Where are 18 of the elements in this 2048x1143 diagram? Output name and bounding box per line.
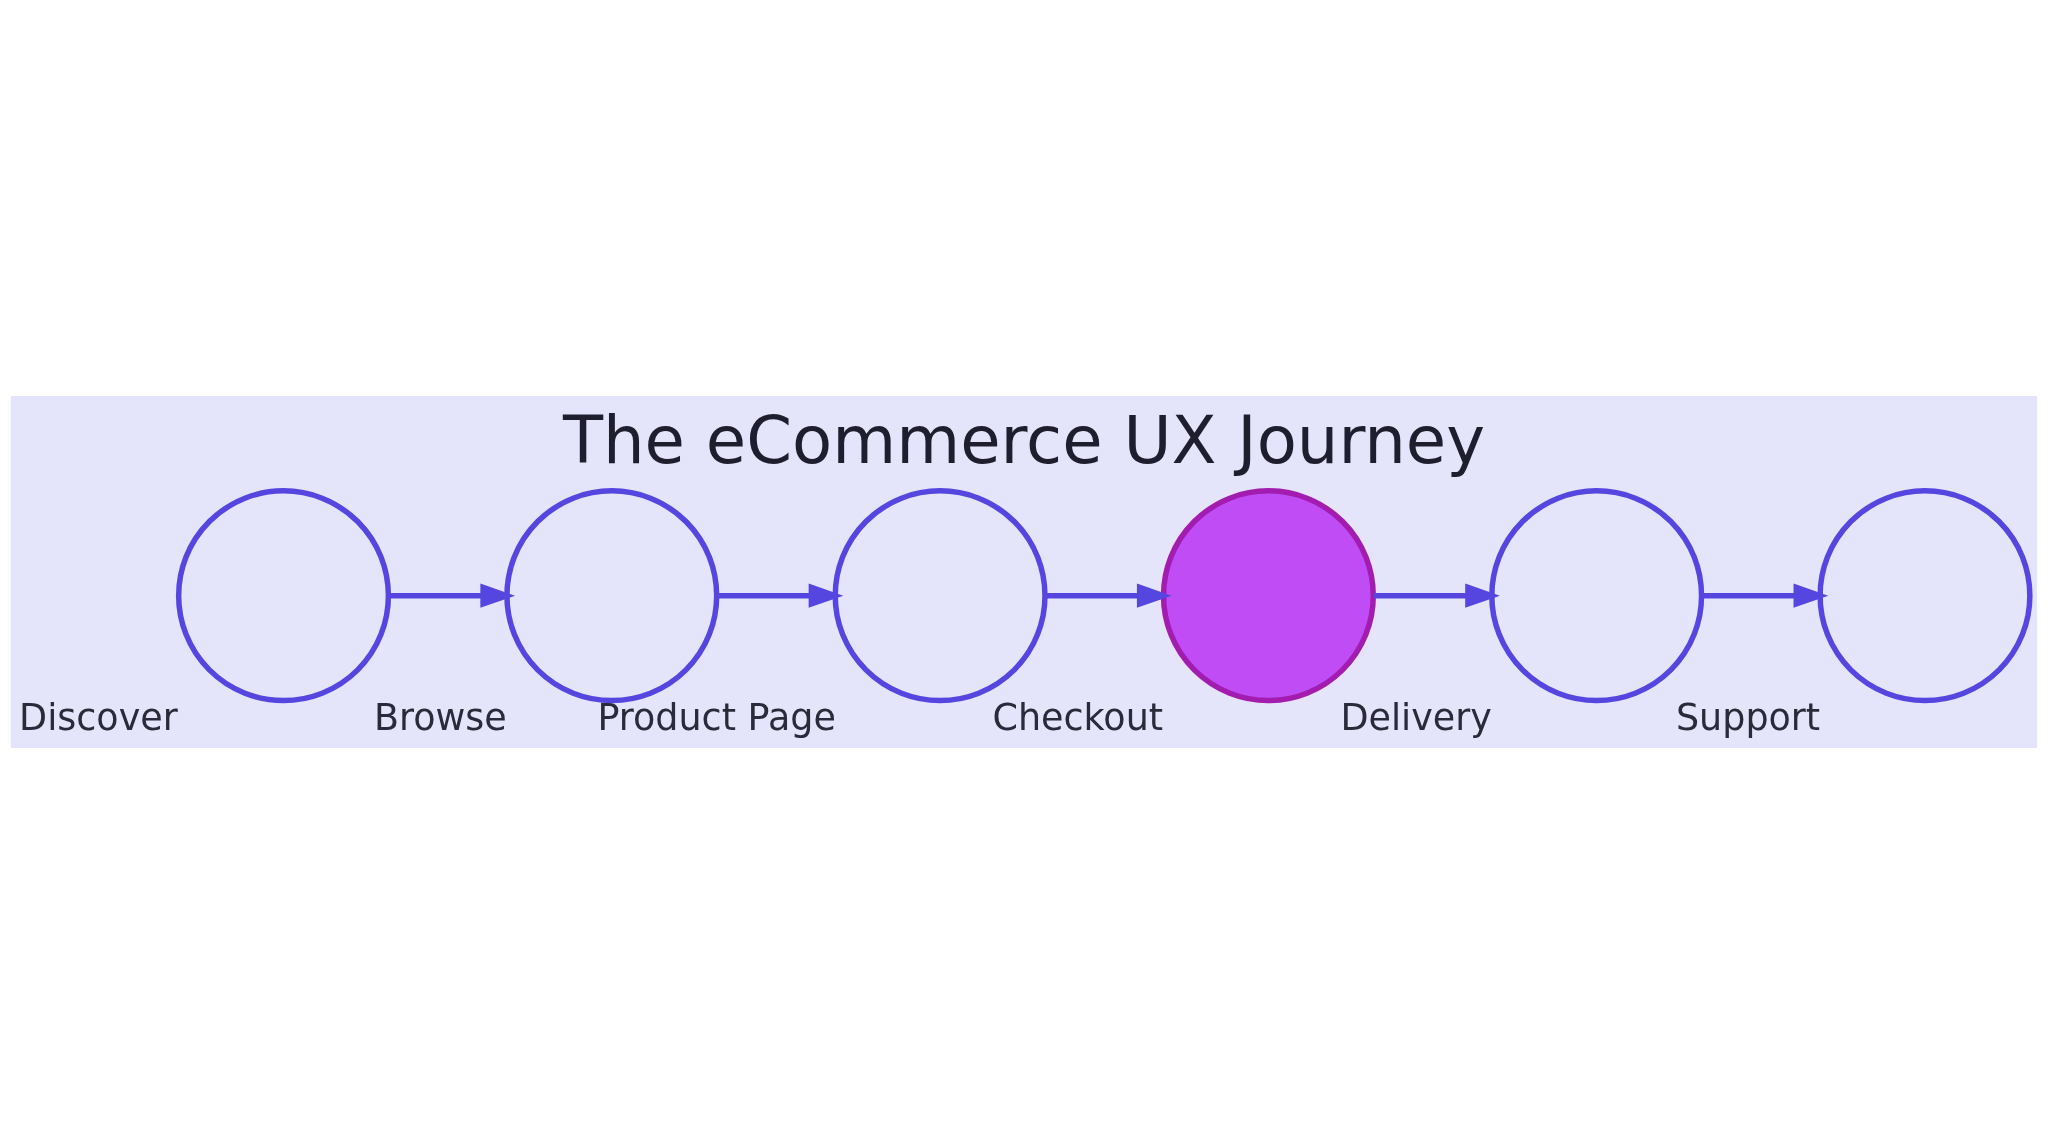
- node-circle: [832, 487, 1048, 703]
- node-label: Delivery: [1340, 695, 1492, 739]
- node-circle: [504, 487, 720, 703]
- arrow: [717, 583, 844, 608]
- arrow: [388, 583, 516, 608]
- node-label: Discover: [19, 695, 178, 739]
- node-label: Checkout: [992, 695, 1164, 739]
- arrow: [1045, 583, 1172, 608]
- diagram-title: The eCommerce UX Journey: [562, 401, 1486, 478]
- node-circle: [1489, 487, 1705, 703]
- arrow: [1373, 583, 1500, 608]
- node-label: Support: [1675, 695, 1821, 739]
- node-circle: [175, 487, 392, 703]
- node-label: Browse: [373, 695, 507, 739]
- arrow: [1702, 583, 1829, 608]
- node-label: Product Page: [597, 695, 836, 739]
- node-circle: [1160, 487, 1376, 703]
- node-circle: [1817, 487, 2033, 703]
